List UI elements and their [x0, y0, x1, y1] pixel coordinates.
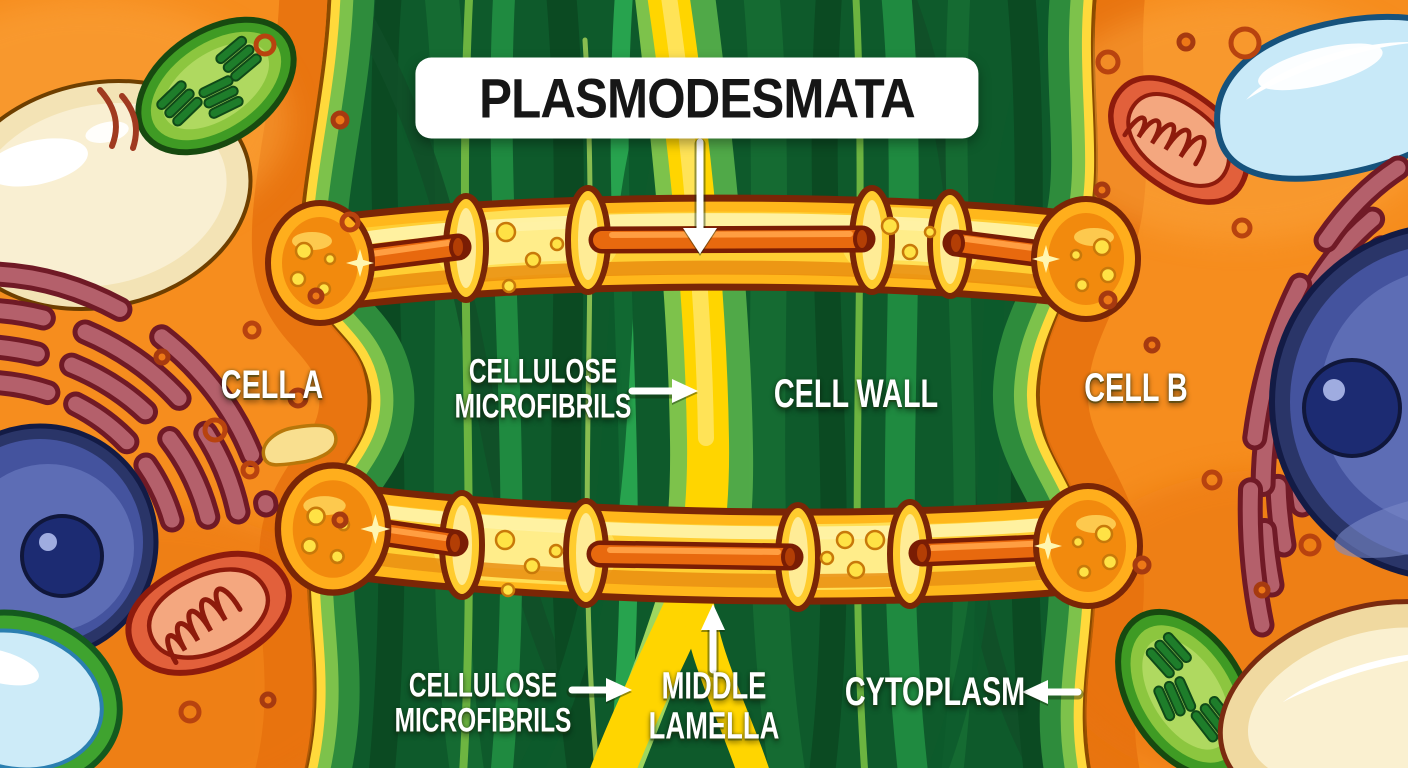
plasmodesma-channel-lower — [278, 443, 1140, 645]
nucleolus-b — [1302, 358, 1402, 458]
vesicles-b — [1093, 26, 1322, 599]
cytoplasm-label: CYTOPLASM — [844, 670, 1026, 715]
title-arrow — [683, 138, 717, 256]
title-box: PLASMODESMATA — [415, 57, 979, 139]
endoplasmic-reticulum-a — [0, 261, 279, 533]
nucleus-a — [0, 423, 159, 661]
vesicles-a — [153, 33, 361, 724]
vesicle-blob-a — [261, 423, 338, 467]
vacuole-blue-a — [0, 609, 123, 768]
cell-wall-label: CELL WALL — [773, 372, 939, 417]
nucleolus-a — [20, 514, 104, 598]
er-fragment-a — [97, 87, 139, 151]
middle-lamella-line2: LAMELLA — [648, 705, 780, 747]
cell-a-label: CELL A — [220, 363, 324, 408]
cytoplasm-arrow — [1022, 680, 1084, 706]
cellulose-upper-line1: CELLULOSE — [468, 352, 618, 391]
chloroplast-a — [135, 16, 297, 156]
title-text: PLASMODESMATA — [479, 66, 916, 130]
cellulose-upper-arrow — [626, 379, 698, 405]
middle-lamella-label: MIDDLE LAMELLA — [649, 667, 780, 746]
vacuole-cream-b — [1217, 599, 1408, 768]
cellulose-lower-line1: CELLULOSE — [408, 666, 558, 705]
cellulose-upper-line2: MICROFIBRILS — [454, 388, 632, 426]
mitochondrion-b — [1108, 75, 1250, 205]
mitochondrion-a — [125, 550, 292, 676]
cellulose-microfibrils-upper-label: CELLULOSE MICROFIBRILS — [454, 352, 632, 426]
channel-particles-upper — [495, 216, 937, 294]
cell-b-label: CELL B — [1084, 366, 1188, 411]
cellulose-lower-line2: MICROFIBRILS — [394, 702, 572, 740]
cellulose-microfibrils-lower-label: CELLULOSE MICROFIBRILS — [394, 666, 572, 740]
middle-lamella-line1: MIDDLE — [661, 665, 767, 708]
nucleus-b — [1269, 227, 1408, 577]
cellulose-lower-arrow — [566, 678, 632, 704]
channel-particles-lower — [494, 529, 886, 598]
middle-lamella-arrow — [701, 604, 725, 678]
